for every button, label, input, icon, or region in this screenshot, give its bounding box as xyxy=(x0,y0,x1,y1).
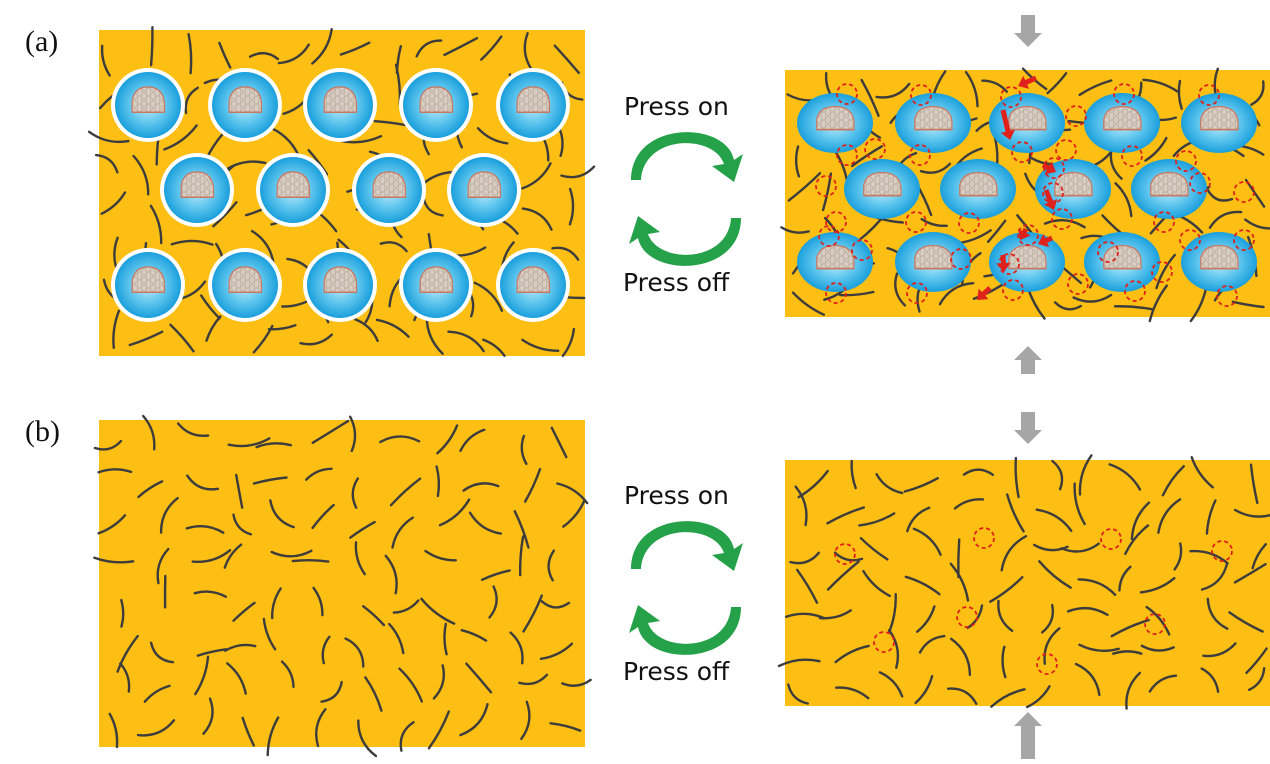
microsphere xyxy=(256,153,330,227)
core xyxy=(132,267,164,292)
microsphere xyxy=(1131,159,1207,219)
microsphere xyxy=(496,68,570,142)
microsphere xyxy=(208,248,282,322)
core xyxy=(277,172,309,197)
press-on-label-b: Press on xyxy=(624,481,729,510)
core xyxy=(324,267,356,292)
microsphere xyxy=(160,153,234,227)
press-off-label-a: Press off xyxy=(623,268,729,297)
microsphere xyxy=(447,153,521,227)
core xyxy=(324,87,356,112)
press-arrow-bottom-b xyxy=(1014,712,1042,759)
microsphere xyxy=(844,159,920,219)
core xyxy=(181,172,213,197)
microsphere xyxy=(1181,93,1257,153)
core xyxy=(468,172,500,197)
microsphere xyxy=(989,232,1065,292)
panel-a xyxy=(89,15,1270,374)
microsphere xyxy=(303,68,377,142)
press-arrow-top-a xyxy=(1014,15,1042,47)
press-arrow-top-b xyxy=(1014,412,1042,444)
core xyxy=(1151,173,1188,196)
core xyxy=(1009,246,1046,269)
panel-label-b: (b) xyxy=(25,415,60,449)
microsphere xyxy=(797,93,873,153)
core xyxy=(817,107,854,130)
core xyxy=(817,246,854,269)
core xyxy=(517,87,549,112)
press-arrow-bottom-a xyxy=(1014,346,1042,374)
core xyxy=(1104,246,1141,269)
microsphere xyxy=(303,248,377,322)
microsphere xyxy=(1181,232,1257,292)
cycle-arrow-right-b xyxy=(631,521,743,571)
core xyxy=(373,172,405,197)
press-off-label-b: Press off xyxy=(623,657,729,686)
cycle-arrow-left-b xyxy=(629,605,741,655)
microsphere xyxy=(208,68,282,142)
cycle-arrow-left-a xyxy=(629,216,741,266)
matrix-b-compressed xyxy=(785,460,1270,706)
core xyxy=(229,87,261,112)
press-on-label-a: Press on xyxy=(624,92,729,121)
core xyxy=(1009,107,1046,130)
microsphere xyxy=(399,68,473,142)
panel-b xyxy=(94,412,1270,759)
core xyxy=(960,173,997,196)
core xyxy=(229,267,261,292)
core xyxy=(132,87,164,112)
cycle-arrow-right-a xyxy=(631,132,743,182)
core xyxy=(915,107,952,130)
core xyxy=(420,87,452,112)
microsphere xyxy=(895,232,971,292)
microsphere xyxy=(1084,93,1160,153)
microsphere xyxy=(1084,232,1160,292)
microsphere xyxy=(399,248,473,322)
core xyxy=(1104,107,1141,130)
panel-label-a: (a) xyxy=(25,25,58,59)
core xyxy=(517,267,549,292)
fiber xyxy=(151,27,152,65)
microsphere xyxy=(940,159,1016,219)
microsphere xyxy=(895,93,971,153)
microsphere xyxy=(111,248,185,322)
core xyxy=(420,267,452,292)
core xyxy=(915,246,952,269)
matrix-b-uncompressed xyxy=(99,420,585,747)
core xyxy=(1201,107,1238,130)
microsphere xyxy=(496,248,570,322)
core xyxy=(1201,246,1238,269)
microsphere xyxy=(352,153,426,227)
fiber xyxy=(958,540,959,577)
core xyxy=(864,173,901,196)
microsphere xyxy=(111,68,185,142)
